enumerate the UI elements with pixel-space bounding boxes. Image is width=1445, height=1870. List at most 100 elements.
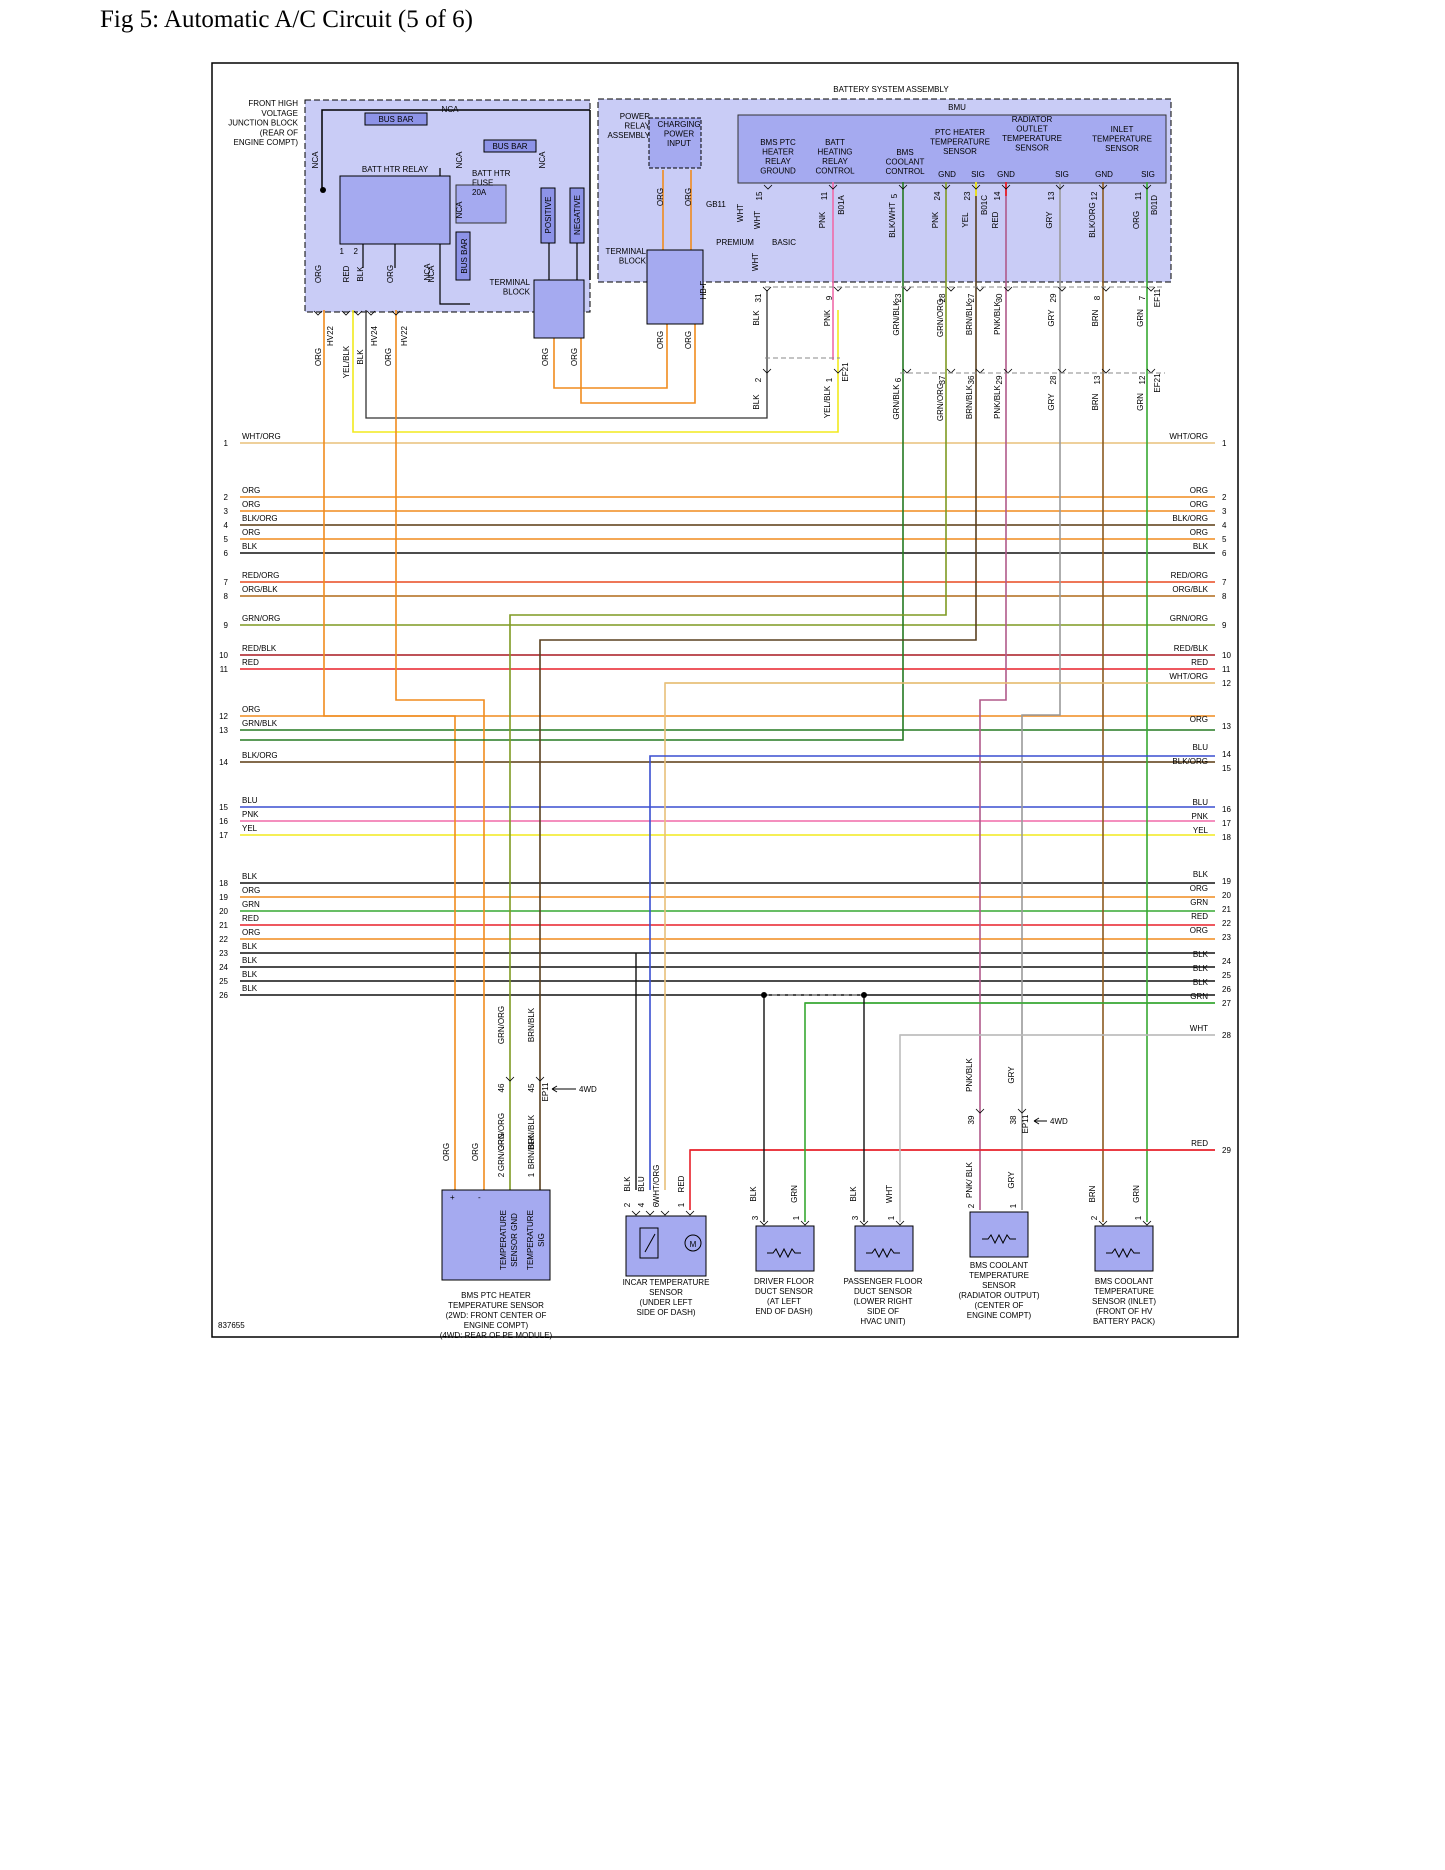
sensor-pin-label: SIG: [537, 1233, 546, 1247]
wire-label: BLK: [752, 394, 761, 410]
wire-label: BLK/ORG: [1088, 202, 1097, 238]
wire-blk: [365, 290, 768, 419]
mid-connector: [1003, 286, 1013, 292]
bus-label-right: RED: [1191, 1139, 1208, 1148]
sensor-name: BMS COOLANT: [970, 1261, 1028, 1270]
bus-label-right: BLK: [1193, 870, 1209, 879]
bus-label-left: ORG: [242, 886, 260, 895]
bus-number-left: 25: [219, 977, 228, 986]
pin-number: 2: [623, 1202, 632, 1207]
pin-number: 1: [825, 377, 834, 382]
wire-label: PNK/BLK: [993, 384, 1002, 418]
bus-number-right: 16: [1222, 805, 1231, 814]
bus-number-left: 6: [224, 549, 229, 558]
fhvjb-label: (REAR OF: [260, 128, 298, 137]
terminal-block-label: TERMINAL: [490, 278, 531, 287]
bmu-pin-label: TEMPERATURE: [1092, 135, 1152, 144]
bus-label-left: BLK: [242, 942, 258, 951]
bus-number-right: 10: [1222, 651, 1231, 660]
wire-label: YEL/BLK: [823, 385, 832, 418]
bmu-connector: [941, 184, 951, 190]
bus-label-right: GRN: [1190, 992, 1208, 1001]
sensor-name: DRIVER FLOOR: [754, 1277, 814, 1286]
mid-connector: [946, 286, 956, 292]
bus-number-left: 8: [224, 592, 229, 601]
incar-resistor: [639, 1227, 659, 1259]
pin-number: 3: [851, 1215, 860, 1220]
polarity-label: -: [478, 1193, 481, 1202]
sensor-name: HVAC UNIT): [860, 1317, 906, 1326]
bus-label-left: ORG: [242, 928, 260, 937]
incar-connector: [631, 1210, 641, 1216]
pin-number: 39: [967, 1115, 976, 1124]
pin-number: 2: [497, 1172, 506, 1177]
bus-number-right: 20: [1222, 891, 1231, 900]
bmu-pin-label: BMS PTC: [760, 138, 796, 147]
cpi-label: INPUT: [667, 139, 691, 148]
wire-label: BRN/BLK: [527, 1114, 536, 1149]
pra-label: ASSEMBLY: [607, 131, 650, 140]
wire-label: GRY: [1007, 1066, 1016, 1084]
sensor-name: (2WD: FRONT CENTER OF: [446, 1311, 547, 1320]
connector-label: B01C: [980, 195, 989, 215]
bus-label-right: ORG: [1190, 486, 1208, 495]
wire-label: BRN/BLK: [965, 384, 974, 419]
wire-label: BLK: [849, 1186, 858, 1202]
pra-label: POWER: [620, 112, 650, 121]
bmu-pin-label: RELAY: [822, 157, 848, 166]
bus-number-left: 14: [219, 758, 228, 767]
bus-number-right: 21: [1222, 905, 1231, 914]
bus-label-left: ORG: [242, 528, 260, 537]
passenger-connector: [859, 1220, 869, 1226]
sensor-name: TEMPERATURE: [1094, 1287, 1154, 1296]
wire-org-ptc: [323, 310, 456, 1190]
wire-brn-blk: [539, 182, 977, 1190]
pin-number: 11: [1134, 191, 1143, 200]
bmu-connector: [898, 184, 908, 190]
bus-number-left: 15: [219, 803, 228, 812]
wire-wht-pass: [899, 1034, 1215, 1222]
terminal-block-label: TERMINAL: [606, 247, 647, 256]
sensor-name: INCAR TEMPERATURE: [623, 1278, 710, 1287]
passenger-floor-sensor: [854, 1225, 914, 1272]
bus-label-right: RED: [1191, 912, 1208, 921]
bmu-pin-label: TEMPERATURE: [930, 138, 990, 147]
splice-point: [320, 187, 326, 193]
four-wd-arrow: [551, 1085, 576, 1093]
pin-number: 1: [792, 1215, 801, 1220]
bus-number-right: 2: [1222, 493, 1227, 502]
bmu-connector: [828, 184, 838, 190]
bus-number-left: 17: [219, 831, 228, 840]
pin-number: 28: [938, 293, 947, 302]
gnd-sig-label: GND: [997, 170, 1015, 179]
sensor-pin-label: SENSOR GND: [510, 1213, 519, 1267]
ep-connector: [535, 1076, 545, 1082]
wire-grn-driver: [804, 1002, 1215, 1222]
pin-number: 1: [1134, 1215, 1143, 1220]
bus-label-left: BLK/ORG: [242, 514, 278, 523]
nca-label: NCA: [311, 151, 320, 169]
lower-connector: [1146, 368, 1156, 374]
wire-label: ORG: [1132, 211, 1141, 229]
bus-bar-label: BUS BAR: [492, 142, 527, 151]
bus-number-left: 21: [219, 921, 228, 930]
motor-label: M: [690, 1240, 697, 1249]
sensor-name: PASSENGER FLOOR: [844, 1277, 923, 1286]
wire-label: GRN/ORG: [497, 1133, 506, 1171]
bus-number-right: 26: [1222, 985, 1231, 994]
bus-label-right: WHT: [1190, 1024, 1208, 1033]
bus-number-right: 29: [1222, 1146, 1231, 1155]
bus-label-left: ORG/BLK: [242, 585, 278, 594]
sensor-name: (4WD: REAR OF PE MODULE): [440, 1331, 553, 1340]
bus-label-left: BLK: [242, 542, 258, 551]
four-wd-label: 4WD: [1050, 1117, 1068, 1126]
wire-label: GRY: [1045, 211, 1054, 229]
bmu-pin-label: BMS: [896, 148, 913, 157]
bus-number-left: 4: [224, 521, 229, 530]
bus-label-right: RED/ORG: [1171, 571, 1208, 580]
wire-pnk-blk: [979, 182, 1007, 1210]
wire-label: ORG: [314, 265, 323, 283]
lower-connector: [975, 368, 985, 374]
bus-number-right: 13: [1222, 722, 1231, 731]
pin-number: 2: [754, 377, 763, 382]
